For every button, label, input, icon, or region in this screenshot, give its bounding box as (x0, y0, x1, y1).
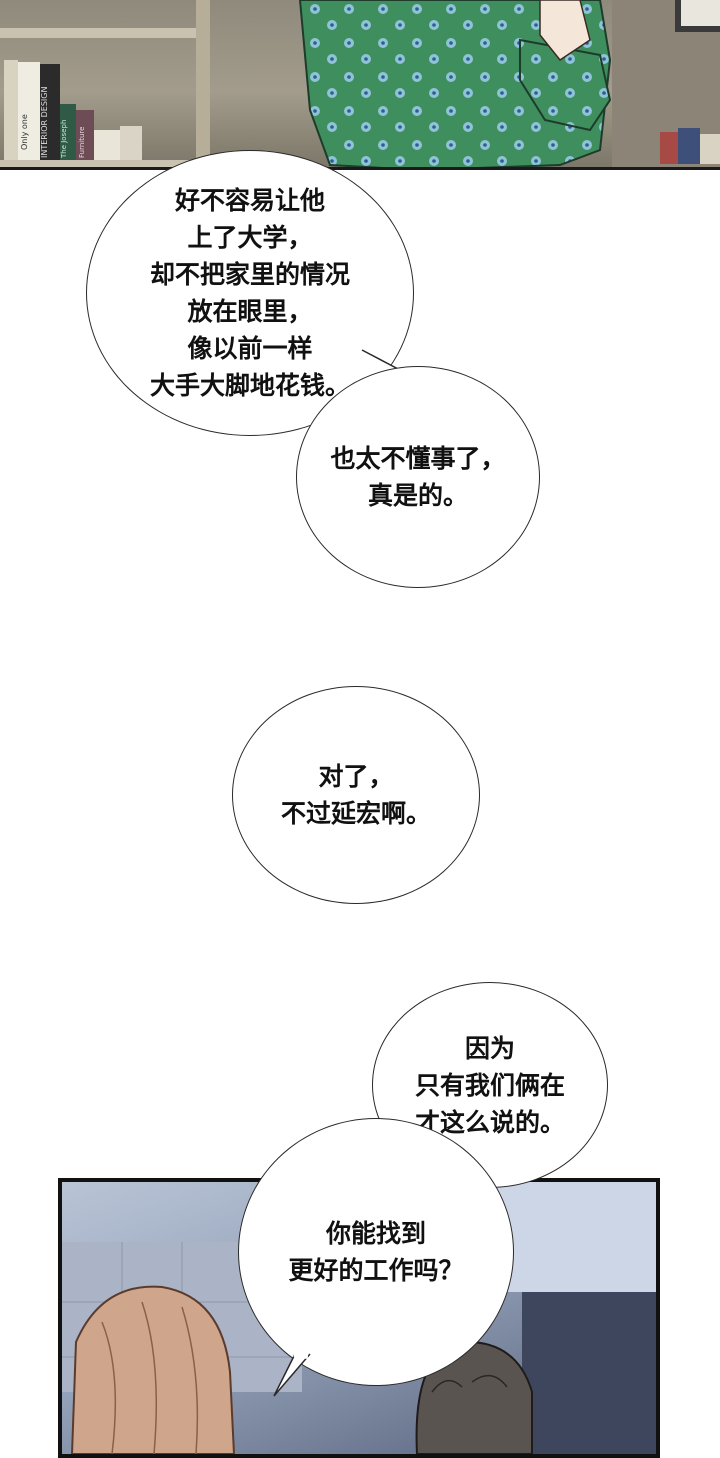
book-spine-label: Furniture (78, 126, 86, 158)
book (4, 60, 18, 160)
speech-text: 你能找到 更好的工作吗？ (288, 1219, 464, 1285)
book-spine-label: INTERIOR DESIGN (40, 86, 49, 158)
book (678, 128, 700, 164)
book (40, 64, 60, 160)
book (76, 110, 94, 160)
character-hair (70, 1285, 236, 1454)
book (94, 130, 120, 160)
hand (539, 0, 591, 62)
book (60, 104, 76, 160)
speech-text: 对了， 不过延宏啊。 (280, 762, 431, 828)
shelf-board (0, 28, 210, 38)
balloon-tail (273, 1351, 311, 1397)
shelf-board (0, 160, 210, 167)
speech-text: 好不容易让他 上了大学， 却不把家里的情况 放在眼里， 像以前一样 大手大脚地花… (149, 186, 350, 400)
book (120, 126, 142, 160)
book-spine-label: The Joseph (60, 119, 68, 158)
speech-text: 因为 只有我们俩在 才这么说的。 (414, 1033, 565, 1137)
shelf-post (196, 0, 210, 167)
book (660, 132, 678, 164)
cabinet (522, 1292, 656, 1454)
book (700, 134, 720, 164)
speech-balloon: 也太不懂事了， 真是的。 (296, 366, 540, 588)
speech-text: 也太不懂事了， 真是的。 (330, 444, 506, 510)
book (18, 62, 40, 160)
frame-inner (681, 0, 720, 26)
speech-balloon: 你能找到 更好的工作吗？ (238, 1118, 514, 1386)
bookshelf-scene (0, 0, 720, 167)
book-spine-label: Only one (20, 114, 29, 150)
speech-balloon: 对了， 不过延宏啊。 (232, 686, 480, 904)
top-panel: INTERIOR DESIGN Only one The Joseph Furn… (0, 0, 720, 170)
arm (519, 38, 612, 132)
